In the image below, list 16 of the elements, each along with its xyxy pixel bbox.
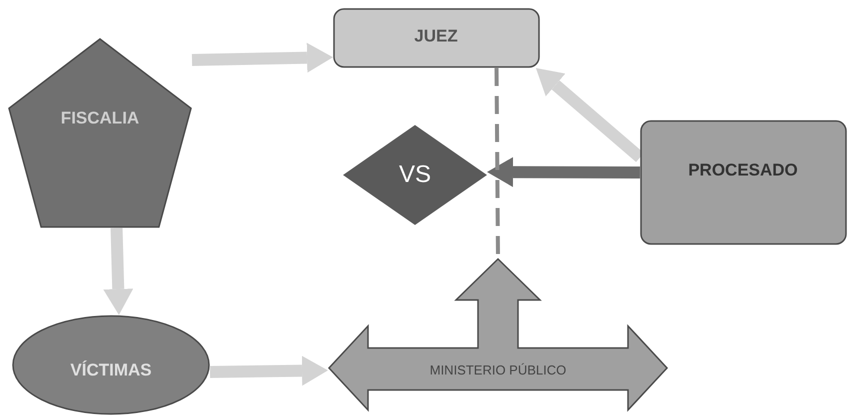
arrow [487,157,640,188]
three-way-arrow-shape [328,258,668,412]
node-label: FISCALIA [60,110,140,126]
node-label: MINISTERIO PÚBLICO [430,364,566,376]
arrow [103,228,134,315]
node-label: VS [399,163,431,187]
ellipse-node [12,315,210,415]
node-label: VÍCTIMAS [70,362,152,378]
rounded-box [333,8,540,68]
rounded-box [640,120,847,245]
arrow [210,356,328,386]
node-label: JUEZ [414,28,458,44]
arrow [192,42,333,73]
decision-diamond [343,125,487,225]
pentagon-node [8,38,192,228]
node-label: PROCESADO [688,162,798,178]
